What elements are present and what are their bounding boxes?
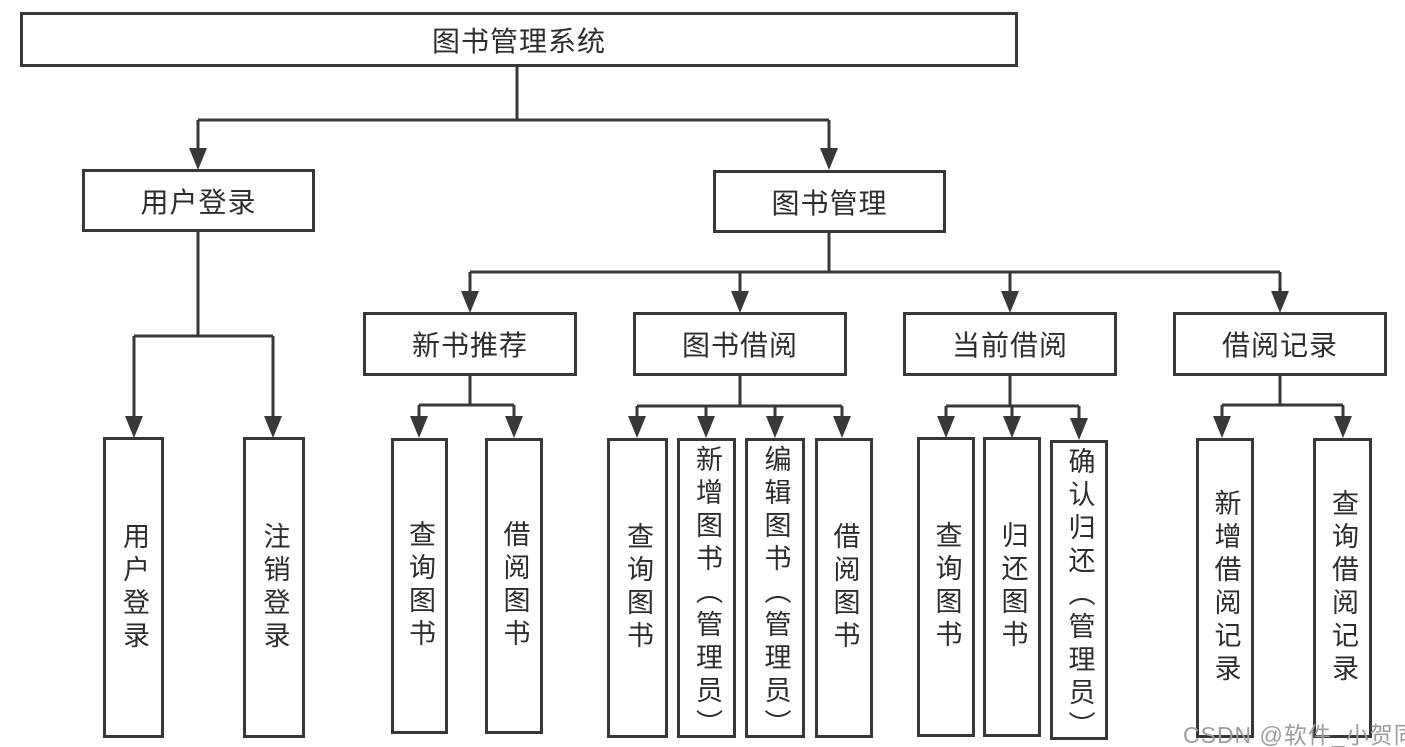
node-root: 图书管理系统	[20, 12, 1018, 67]
leaf-newbook-query-books: 查询图书	[391, 438, 448, 734]
leaf-records-query-record: 查询借阅记录	[1313, 438, 1372, 738]
node-user-login: 用户登录	[82, 169, 315, 232]
leaf-newbook-borrow-books: 借阅图书	[485, 438, 543, 734]
leaf-current-query-books: 查询图书	[917, 437, 975, 737]
leaf-borrow-edit-books-admin: 编辑图书（管理员）	[745, 438, 805, 742]
node-book-borrow: 图书借阅	[633, 312, 847, 376]
leaf-logout: 注销登录	[243, 437, 305, 738]
node-book-management: 图书管理	[713, 170, 946, 233]
watermark: CSDN @软件_小贺同学	[1183, 722, 1405, 747]
leaf-borrow-query-books: 查询图书	[607, 438, 668, 738]
node-borrow-records: 借阅记录	[1173, 312, 1387, 376]
leaf-user-login: 用户登录	[103, 437, 164, 738]
leaf-borrow-add-books-admin: 新增图书（管理员）	[677, 438, 736, 742]
node-new-book-recommend: 新书推荐	[363, 312, 577, 376]
node-current-borrow: 当前借阅	[903, 312, 1117, 376]
leaf-borrow-borrow-books: 借阅图书	[815, 438, 873, 738]
leaf-records-add-record: 新增借阅记录	[1196, 438, 1254, 738]
leaf-current-return-books: 归还图书	[983, 437, 1041, 737]
leaf-current-confirm-return-admin: 确认归还（管理员）	[1050, 440, 1108, 744]
